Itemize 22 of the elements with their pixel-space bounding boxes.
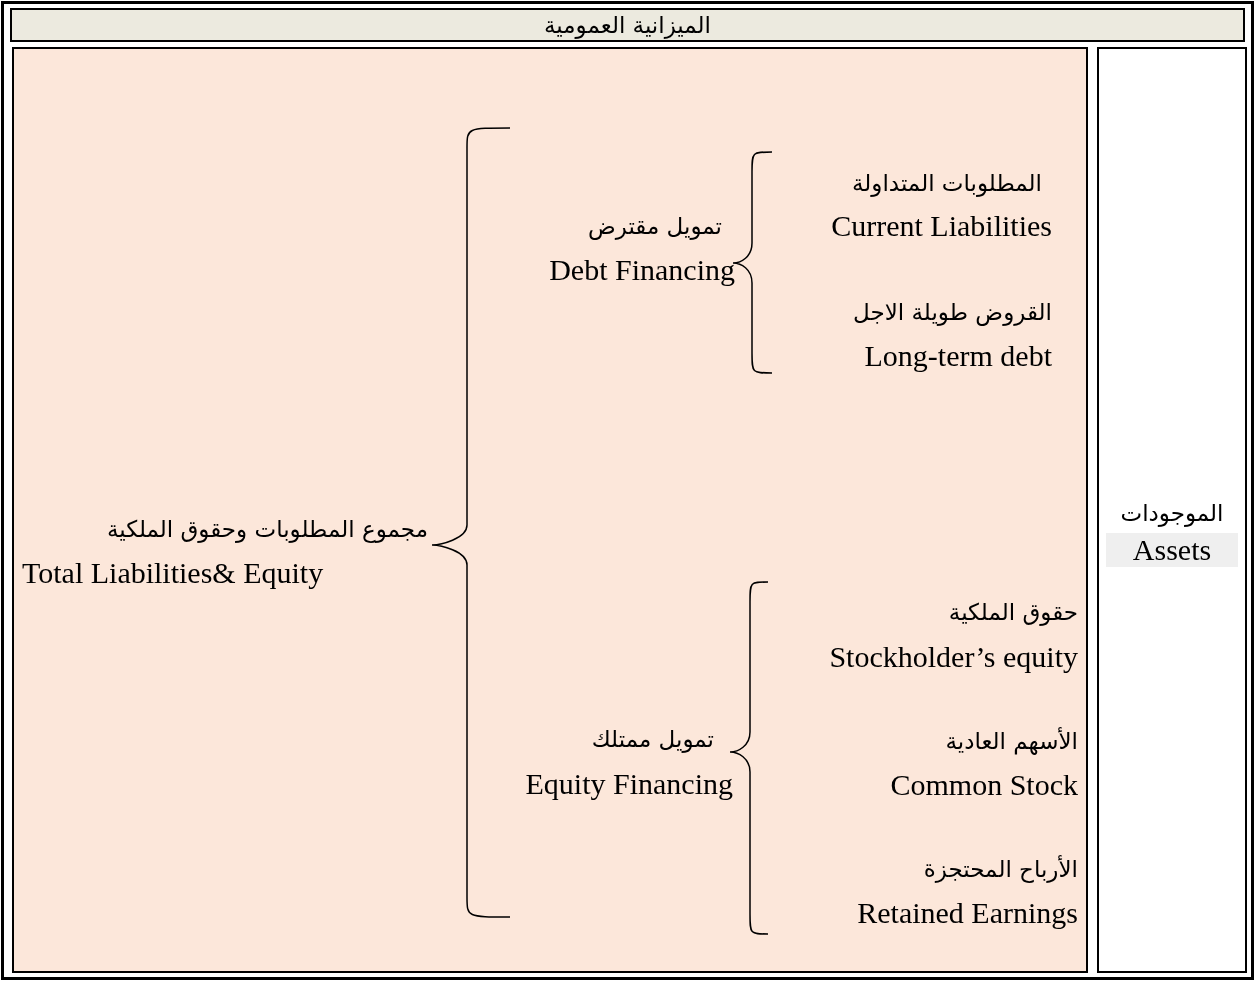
- english-term: Long-term debt: [864, 339, 1052, 373]
- english-term: Debt Financing: [549, 253, 735, 287]
- english-term: Total Liabilities& Equity: [22, 556, 324, 590]
- english-term: Stockholder’s equity: [829, 640, 1078, 674]
- arabic-term: تمويل ممتلك: [591, 725, 714, 755]
- english-term: Equity Financing: [525, 767, 733, 801]
- title-band: [10, 8, 1245, 42]
- arabic-term: مجموع المطلوبات وحقوق الملكية: [106, 515, 428, 545]
- panel-background: [12, 47, 1088, 973]
- arabic-term: الأرباح المحتجزة: [923, 854, 1078, 885]
- highlighted-heading: Assets: [1106, 533, 1238, 567]
- arabic-term: المطلوبات المتداولة: [852, 169, 1042, 199]
- arabic-term: حقوق الملكية: [948, 598, 1078, 628]
- title: الميزانية العمومية: [544, 11, 711, 41]
- column-heading: الموجودات: [1119, 499, 1225, 529]
- assets-cell: [1097, 47, 1247, 973]
- arabic-term: القروض طويلة الاجل: [853, 298, 1052, 328]
- english-term: Retained Earnings: [857, 896, 1078, 930]
- arabic-term: تمويل مقترض: [587, 212, 722, 242]
- arabic-term: الأسهم العادية: [945, 726, 1078, 757]
- english-term: Current Liabilities: [831, 209, 1052, 243]
- english-term: Common Stock: [890, 768, 1078, 802]
